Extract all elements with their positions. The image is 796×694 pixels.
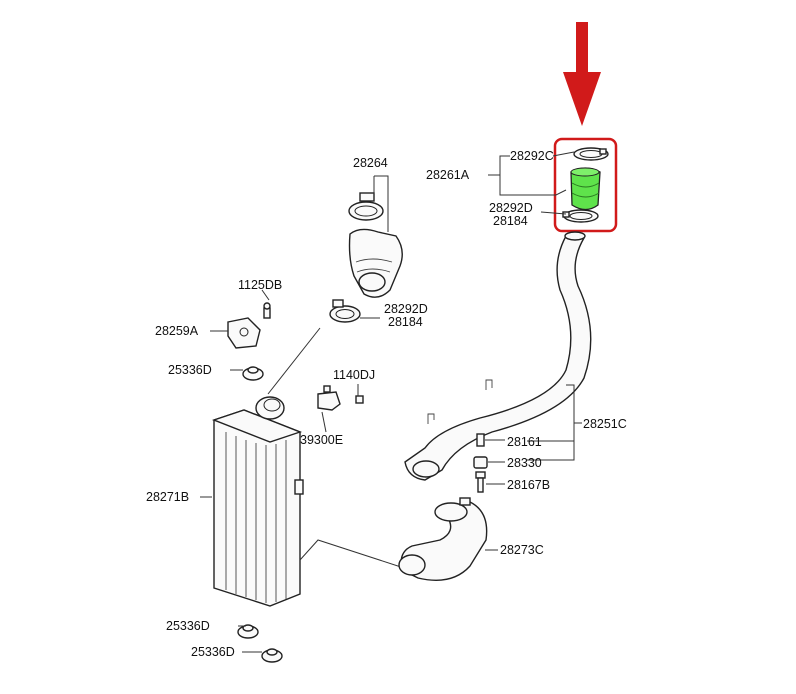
label-25336d-mid: 25336D: [166, 619, 210, 633]
bolt-28161[interactable]: [476, 433, 485, 447]
label-28264: 28264: [353, 156, 388, 170]
label-28292d-top: 28292D: [489, 201, 533, 215]
hose-28261a[interactable]: [570, 167, 601, 211]
intercooler-28271b[interactable]: [211, 396, 304, 607]
label-28292d-mid: 28292D: [384, 302, 428, 316]
clamp-28292d-mid[interactable]: [329, 299, 361, 323]
label-28259a: 28259A: [155, 324, 199, 338]
label-28251c: 28251C: [583, 417, 627, 431]
grommet-25336d-top[interactable]: [242, 366, 264, 381]
grommet-25336d-mid[interactable]: [237, 624, 259, 639]
label-28184-mid: 28184: [388, 315, 423, 329]
bolt-1140dj[interactable]: [355, 395, 364, 404]
label-28184-top: 28184: [493, 214, 528, 228]
down-arrow-icon: [563, 22, 601, 126]
bolt-1125db[interactable]: [263, 302, 271, 319]
pipe-28251c[interactable]: [404, 231, 592, 481]
label-25336d-bottom: 25336D: [191, 645, 235, 659]
grommet-25336d-bottom[interactable]: [261, 648, 283, 663]
label-28273c: 28273C: [500, 543, 544, 557]
hose-28264[interactable]: [348, 192, 403, 298]
label-39300e: 39300E: [300, 433, 344, 447]
clamp-28292d-top[interactable]: [562, 209, 599, 223]
label-28271b: 28271B: [146, 490, 190, 504]
hose-28273c[interactable]: [398, 497, 488, 581]
sensor-39300e[interactable]: [317, 385, 341, 411]
grommet-28330[interactable]: [473, 456, 488, 469]
label-28261a: 28261A: [426, 168, 470, 182]
label-1140dj: 1140DJ: [333, 368, 376, 382]
label-28161: 28161: [507, 435, 542, 449]
bracket-28259a[interactable]: [227, 317, 261, 349]
label-25336d-top: 25336D: [168, 363, 212, 377]
label-1125db: 1125DB: [238, 278, 283, 292]
bolt-28167b[interactable]: [475, 471, 486, 493]
label-28167b: 28167B: [507, 478, 551, 492]
label-28292c: 28292C: [510, 149, 554, 163]
highlight-box: [553, 137, 618, 233]
clamp-28292c[interactable]: [573, 147, 609, 161]
label-28330: 28330: [507, 456, 542, 470]
